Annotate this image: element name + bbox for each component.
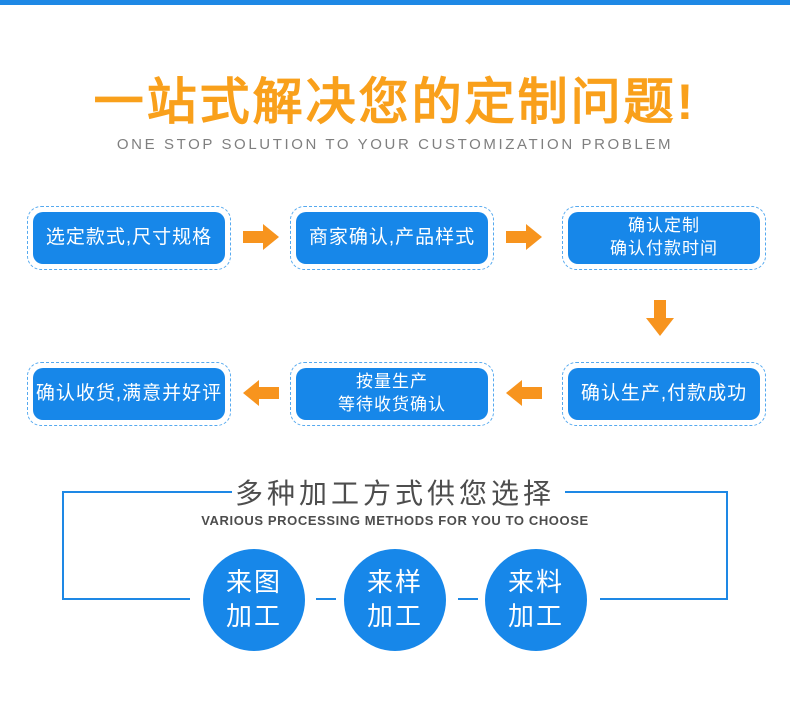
page-title: 一站式解决您的定制问题! [93,74,697,130]
flow-step-line-2: 确认付款时间 [610,239,718,258]
arrow-right-icon [243,224,279,250]
flow-step-confirm-customization: 确认定制 确认付款时间 [562,206,766,270]
flow-step-label: 确认生产,付款成功 [568,368,760,420]
bracket-line-dash-2 [458,598,478,600]
flow-step-line-1: 确认定制 [628,216,700,236]
arrow-shaft [259,387,279,399]
flow-step-merchant-confirm: 商家确认,产品样式 [290,206,494,270]
arrow-shaft [506,231,526,243]
method-line-2: 加工 [366,601,423,631]
bracket-line-right [726,491,728,600]
bracket-line-dash-1 [316,598,336,600]
flow-step-confirm-receipt: 确认收货,满意并好评 [27,362,231,426]
bracket-line-top-right [565,491,728,493]
arrow-head [646,318,674,336]
arrow-head [526,224,542,250]
method-circle-from-sample: 来样 加工 [344,549,446,651]
arrow-shaft [522,387,542,399]
page-subtitle: ONE STOP SOLUTION TO YOUR CUSTOMIZATION … [116,136,674,153]
method-circle-from-drawing: 来图 加工 [203,549,305,651]
arrow-left-icon [506,380,542,406]
flow-step-label: 按量生产 等待收货确认 [296,368,488,420]
flow-step-label: 确认定制 确认付款时间 [568,212,760,264]
arrow-down-icon [646,300,674,336]
arrow-head [263,224,279,250]
flow-step-label: 商家确认,产品样式 [296,212,488,264]
flow-step-label: 选定款式,尺寸规格 [33,212,225,264]
bracket-line-bottom-left [62,598,190,600]
flow-step-label: 确认收货,满意并好评 [33,368,225,420]
arrow-head [506,380,522,406]
arrow-shaft [243,231,263,243]
arrow-head [243,380,259,406]
flow-step-production-wait: 按量生产 等待收货确认 [290,362,494,426]
processing-section-title: 多种加工方式供您选择 [234,478,555,509]
method-line-1: 来料 [507,567,564,598]
flow-step-select-style: 选定款式,尺寸规格 [27,206,231,270]
method-line-1: 来图 [225,567,282,598]
method-line-1: 来样 [366,567,423,598]
bracket-line-left [62,491,64,600]
flow-step-confirm-production: 确认生产,付款成功 [562,362,766,426]
bracket-line-bottom-right [600,598,728,600]
flow-step-line-1: 按量生产 [356,372,428,392]
method-line-2: 加工 [225,601,282,631]
arrow-shaft [654,300,666,319]
method-line-2: 加工 [507,601,564,631]
arrow-left-icon [243,380,279,406]
flow-step-line-2: 等待收货确认 [338,395,446,414]
bracket-line-top-left [62,491,232,493]
arrow-right-icon [506,224,542,250]
top-accent-bar [0,0,790,5]
processing-section-subtitle: VARIOUS PROCESSING METHODS FOR YOU TO CH… [201,513,589,528]
method-circle-from-material: 来料 加工 [485,549,587,651]
